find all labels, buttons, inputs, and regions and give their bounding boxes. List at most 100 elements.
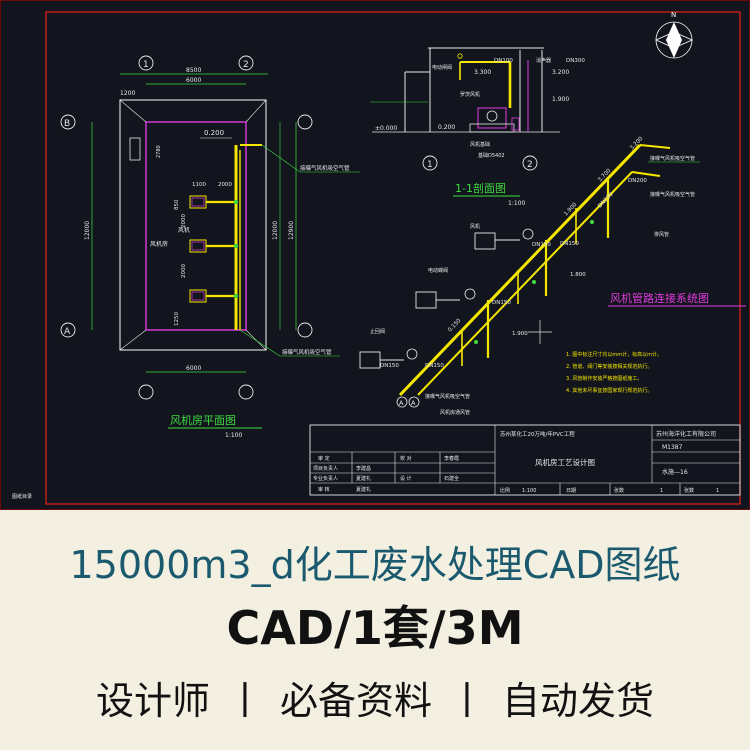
iso-note-6: 风机 — [470, 223, 480, 230]
caption-tag-autodelivery: 自动发货 — [502, 679, 655, 723]
plan-grid-bottom: A — [64, 327, 71, 337]
section-dn100: DN100 — [494, 58, 513, 64]
iso-grid-a2: A — [411, 399, 416, 407]
tb-company: 苏州海洋化工有限公司 — [656, 430, 716, 438]
tb-sheets-label: 张数 — [614, 487, 624, 494]
plan-dim-height-left: 12000 — [84, 221, 91, 240]
tb-name-d: 李春霞 — [444, 455, 459, 462]
tb-name-b: 夏建礼 — [356, 475, 371, 482]
tb-name-e: 石建全 — [444, 475, 459, 482]
plan-dim-2000-a: 2000 — [218, 182, 232, 188]
caption-separator: 丨 — [448, 679, 487, 723]
section-level-1900: 1.900 — [552, 96, 569, 103]
plan-dim-2780: 2780 — [156, 145, 162, 158]
plan-dim-2000-c: 2000 — [181, 264, 187, 278]
section-size: 基础D5402 — [478, 152, 505, 159]
tb-scale-value: 1:100 — [522, 488, 536, 494]
caption-title: 15000m3_d化工废水处理CAD图纸 — [69, 543, 681, 587]
tb-proj-lead: 项目负责人 — [313, 465, 338, 472]
plan-note-pipe-top: 接曝气风机吸空气管 — [300, 164, 350, 172]
iso-level-1900b: 1.900 — [512, 331, 528, 337]
iso-dn200-a: DN200 — [628, 178, 647, 184]
notes-line-2: 2. 管道、阀门等安装按相关规范执行。 — [566, 363, 652, 370]
plan-grid-right: 2 — [243, 60, 249, 70]
caption-tag-essential: 必备资料 — [279, 679, 432, 723]
north-label: N — [671, 11, 676, 19]
plan-dim-overall: 8500 — [186, 67, 201, 74]
plan-dim-height-right: 12900 — [288, 221, 295, 240]
tb-date-label: 日期 — [566, 488, 576, 494]
iso-grid-a1: A — [399, 399, 404, 407]
tb-project: 苏州某化工20万吨/年PVC工程 — [500, 430, 575, 438]
section-level-0: ±0.000 — [375, 125, 397, 132]
iso-level-1800: 1.800 — [570, 272, 586, 278]
caption-separator: 丨 — [225, 679, 264, 723]
iso-note-4: 风机房通风管 — [440, 409, 470, 416]
tb-proofread: 校 对 — [400, 455, 412, 462]
section-title: 1-1剖面图 — [455, 181, 506, 195]
iso-dn200-b: DN200 — [597, 191, 615, 209]
plan-level: 0.200 — [204, 129, 224, 137]
plan-dim-2000-b: 2000 — [181, 214, 187, 228]
plan-grid-left: 1 — [143, 60, 149, 70]
plan-dim-1250: 1250 — [174, 312, 180, 326]
plan-note-blower: 风机 — [178, 226, 190, 234]
tb-name-a: 李建昌 — [356, 465, 371, 472]
iso-note-1: 接曝气风机吸空气管 — [650, 155, 695, 162]
iso-note-2: 接曝气风机吸空气管 — [650, 191, 695, 198]
tb-scale-label: 比例 — [500, 487, 510, 494]
tb-sheet-code: 水施—16 — [662, 468, 688, 476]
cad-sheet: N 1 2 B A 8500 6000 — [0, 0, 750, 510]
iso-dn150-c: DN150 — [492, 300, 511, 306]
plan-outer-wall — [119, 99, 267, 351]
plan-dim-1200: 1200 — [120, 90, 135, 97]
tb-sheets-value: 1 — [660, 488, 663, 494]
tb-name-c: 夏建礼 — [356, 486, 371, 493]
tb-drawing-name: 风机房工艺设计图 — [535, 457, 595, 467]
tb-sheet-value: 1 — [716, 488, 719, 494]
section-level-mid: 3.200 — [552, 69, 569, 76]
caption-subtitle: CAD/1套/3M — [226, 601, 524, 655]
sheet-frame-inner — [45, 11, 741, 505]
section-level-0200: 0.200 — [438, 124, 455, 131]
plan-dim-850: 850 — [174, 199, 180, 210]
tb-spec-lead: 专业负责人 — [313, 475, 338, 482]
iso-dn150-a: DN150 — [560, 241, 579, 247]
sheet-frame-outer — [0, 0, 750, 510]
plan-grid-top: B — [64, 119, 70, 129]
plan-note-room: 风机房 — [150, 240, 168, 248]
caption-tags: 设计师丨必备资料丨自动发货 — [0, 670, 750, 725]
plan-inner-wall — [145, 121, 247, 331]
iso-note-7: 电动蝶阀 — [428, 267, 448, 274]
notes-line-3: 3. 风管制作安装严格按图纸施工。 — [566, 375, 642, 382]
section-base: 风机基础 — [470, 141, 490, 148]
tb-sheet-label: 张数 — [684, 487, 694, 494]
caption-panel: 15000m3_d化工废水处理CAD图纸 CAD/1套/3M 设计师丨必备资料丨… — [0, 510, 750, 750]
section-scale: 1:100 — [508, 200, 525, 207]
iso-dn150-d: DN150 — [380, 363, 399, 369]
plan-dim-1100: 1100 — [192, 182, 206, 188]
section-valve: 电动闸阀 — [432, 64, 452, 71]
section-grid-1: 1 — [427, 160, 433, 170]
iso-title: 风机管路连接系统图 — [610, 291, 709, 305]
plan-note-pipe-bottom: 接曝气风机吸空气管 — [282, 348, 332, 356]
section-unit: 罗茨风机 — [460, 91, 480, 98]
section-view: 3.300 3.200 1.900 ±0.000 0.200 DN100 DN3… — [370, 47, 585, 207]
plan-view: 1 2 B A 8500 6000 6000 1200 — [60, 55, 360, 439]
iso-note-8: 止回阀 — [370, 328, 385, 335]
plan-dim-inner-bottom: 6000 — [186, 365, 201, 372]
notes-line-1: 1. 图中标注尺寸均以mm计，标高以m计。 — [566, 351, 662, 358]
plan-title: 风机房平面图 — [170, 413, 236, 427]
iso-note-5: 排风管 — [654, 231, 669, 238]
plan-dim-inner: 6000 — [186, 77, 201, 84]
tb-check: 审 核 — [318, 486, 330, 493]
title-block: 苏州某化工20万吨/年PVC工程 苏州海洋化工有限公司 风机房工艺设计图 M13… — [309, 424, 741, 496]
caption-tag-designer: 设计师 — [95, 679, 210, 723]
iso-note-3: 接曝气风机吸空气管 — [425, 393, 470, 400]
tb-approve: 审 定 — [318, 455, 330, 462]
iso-dn150-b: DN150 — [532, 242, 551, 248]
iso-dn150-e: DN150 — [425, 363, 444, 369]
section-level-top: 3.300 — [474, 69, 491, 76]
section-silencer: 消声器 — [536, 57, 551, 64]
